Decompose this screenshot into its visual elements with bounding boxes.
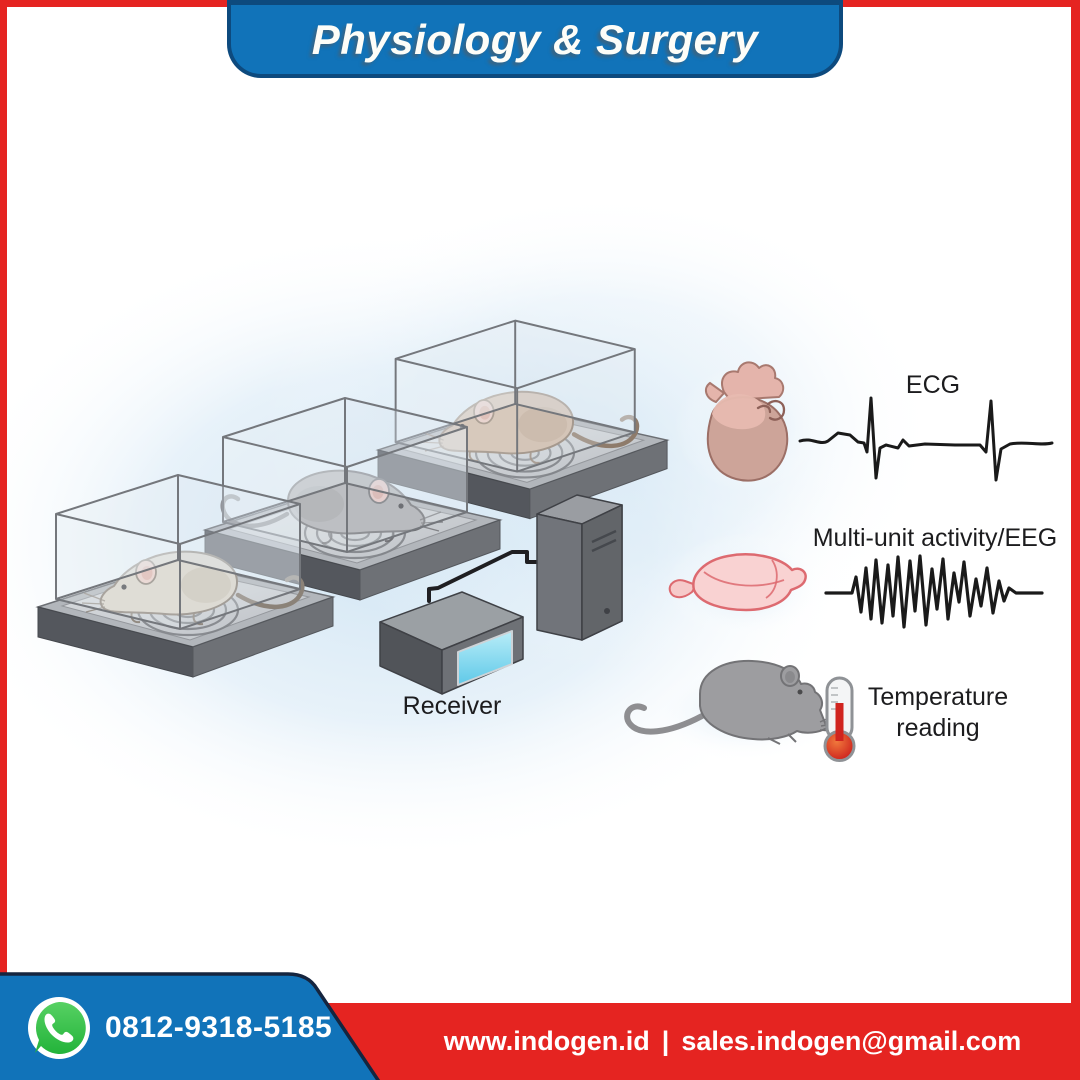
website-link[interactable]: www.indogen.id bbox=[443, 1026, 650, 1056]
page-title: Physiology & Surgery bbox=[311, 15, 759, 63]
whatsapp-icon[interactable] bbox=[27, 996, 91, 1060]
temperature-label-line1: Temperature bbox=[868, 683, 1008, 711]
ecg-trace bbox=[798, 396, 1054, 482]
eeg-label: Multi-unit activity/EEG bbox=[813, 524, 1058, 552]
ecg-label: ECG bbox=[906, 371, 960, 399]
computer-tower-icon bbox=[536, 494, 623, 641]
brain-icon bbox=[665, 532, 825, 640]
receiver-icon bbox=[379, 591, 524, 695]
temperature-mouse-icon bbox=[624, 659, 846, 762]
whatsapp-contact: 0812-9318-5185 bbox=[0, 995, 360, 1061]
whatsapp-ribbon bbox=[0, 972, 381, 1080]
whatsapp-number[interactable]: 0812-9318-5185 bbox=[105, 1011, 333, 1044]
cable bbox=[427, 550, 541, 603]
header-banner: Physiology & Surgery bbox=[227, 0, 843, 78]
eeg-trace bbox=[824, 554, 1044, 629]
receiver-label: Receiver bbox=[403, 692, 502, 720]
temperature-label-line2: reading bbox=[896, 714, 979, 742]
contact-bar-text: www.indogen.id | sales.indogen@gmail.com bbox=[385, 1026, 1080, 1057]
email-link[interactable]: sales.indogen@gmail.com bbox=[681, 1026, 1022, 1056]
frame-border-right bbox=[1071, 0, 1080, 1080]
heart-icon bbox=[674, 361, 822, 492]
frame-border-left bbox=[0, 0, 7, 1080]
contact-separator: | bbox=[661, 1026, 670, 1056]
thermometer-icon bbox=[823, 676, 856, 762]
